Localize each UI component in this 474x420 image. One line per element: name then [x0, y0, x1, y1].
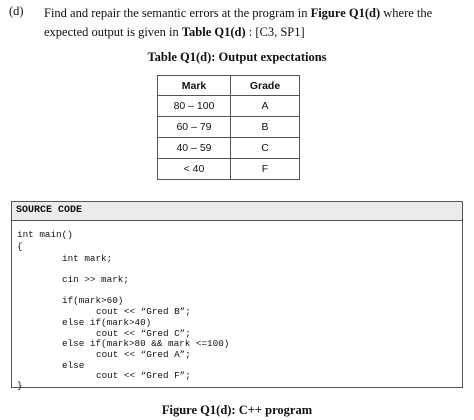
code-line: cout << “Gred C”; — [96, 328, 191, 339]
code-line: int mark; — [62, 253, 113, 264]
grade-cell: B — [230, 116, 300, 138]
code-line: cout << “Gred F”; — [96, 370, 191, 381]
question-text-part-3: : [C3, SP1] — [245, 25, 305, 39]
grade-cell: C — [230, 137, 300, 159]
code-line: else if(mark>80 && mark <=100) — [62, 338, 230, 349]
figure-reference: Figure Q1(d) — [310, 6, 381, 20]
grade-cell: F — [230, 158, 300, 180]
source-code-box: SOURCE CODE int main() { int mark; cin >… — [11, 201, 463, 391]
mark-range-cell: 80 – 100 — [157, 95, 231, 117]
table-caption: Table Q1(d): Output expectations — [147, 50, 327, 64]
code-line: cout << “Gred A”; — [96, 349, 191, 360]
table-row: 80 – 100 A — [157, 95, 300, 117]
column-header-grade: Grade — [230, 75, 300, 96]
question-text-part-2: where the expected output is given in — [44, 6, 433, 39]
column-header-mark: Mark — [157, 75, 231, 96]
table-reference: Table Q1(d) — [181, 25, 246, 39]
question-label: (d) — [9, 4, 24, 18]
table-row: 40 – 59 C — [157, 137, 300, 159]
question-text-part-1: Find and repair the semantic errors at t… — [44, 6, 311, 20]
code-line: else if(mark>40) — [62, 317, 152, 328]
figure-caption: Figure Q1(d): C++ program — [161, 403, 313, 417]
code-line: cin >> mark; — [62, 274, 129, 285]
source-code-header: SOURCE CODE — [12, 202, 462, 221]
table-header-row: Mark Grade — [157, 75, 300, 96]
code-line: { — [17, 241, 23, 252]
grade-cell: A — [230, 95, 300, 117]
code-line: int main() — [17, 229, 73, 240]
code-line: cout << “Gred B”; — [96, 306, 191, 317]
mark-range-cell: < 40 — [157, 158, 231, 180]
code-line: else — [62, 360, 85, 371]
mark-range-cell: 60 – 79 — [157, 116, 231, 138]
mark-range-cell: 40 – 59 — [157, 137, 231, 159]
output-expectations-table: Mark Grade 80 – 100 A 60 – 79 B 40 – 59 … — [157, 75, 300, 180]
table-row: < 40 F — [157, 158, 300, 180]
code-line: } — [17, 380, 23, 391]
code-line: if(mark>60) — [62, 295, 124, 306]
question-text: Find and repair the semantic errors at t… — [44, 4, 464, 42]
table-row: 60 – 79 B — [157, 116, 300, 138]
